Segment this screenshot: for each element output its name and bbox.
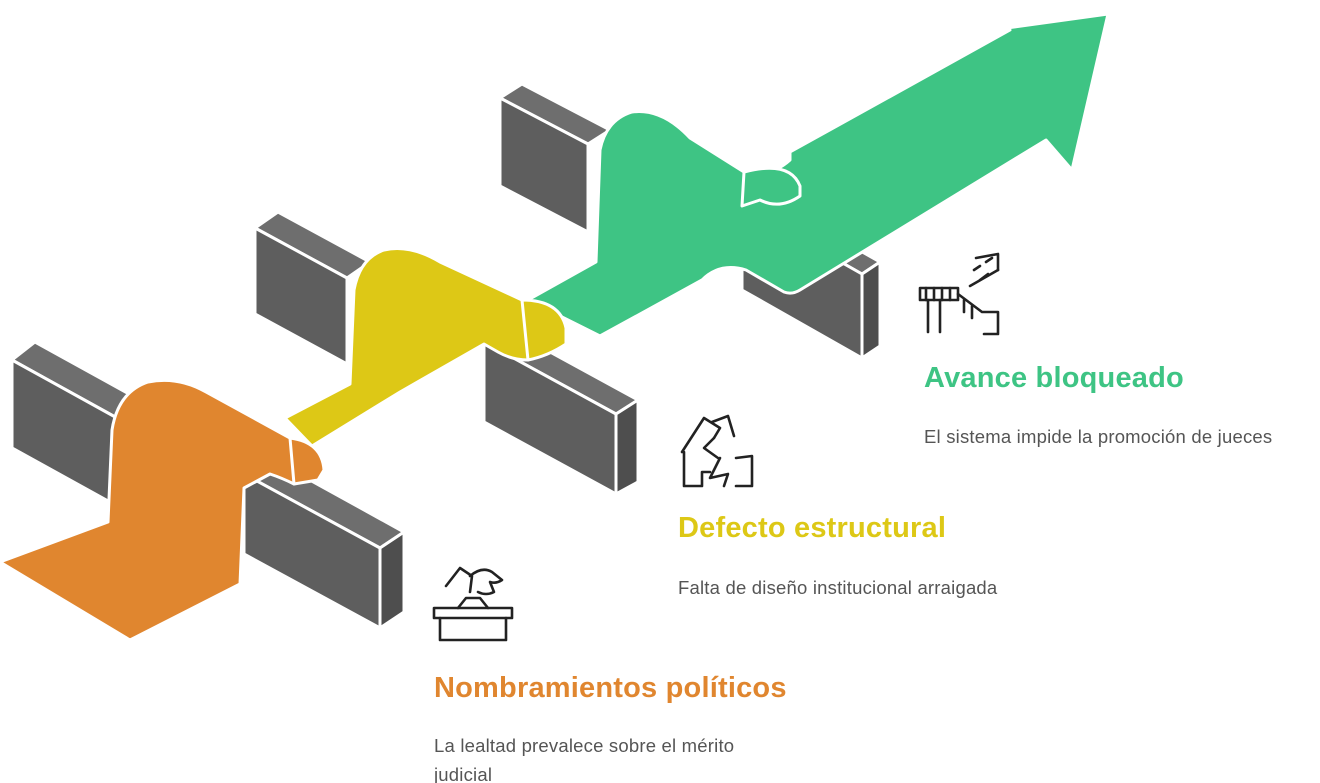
barrier-1-right-end [378, 530, 406, 630]
barrier-2-right-end [614, 398, 640, 496]
step-2-title: Defecto estructural [678, 512, 947, 544]
step-1-title: Nombramientos políticos [434, 672, 787, 704]
ballot-box-icon [432, 566, 514, 642]
step-1-description: La lealtad prevalece sobre el mérito jud… [434, 735, 735, 783]
barrier-2 [253, 210, 640, 496]
barrier-3-left-front [498, 96, 590, 234]
orange-ribbon-fold [288, 436, 326, 486]
green-ribbon-fold [740, 166, 802, 208]
yellow-ribbon-fold [520, 298, 568, 362]
green-arrow-ribbon [526, 12, 1110, 338]
barrier-1 [10, 340, 406, 630]
cracked-house-icon [680, 414, 754, 488]
barrier-2-left-front [253, 226, 349, 366]
broken-stairs-icon [918, 252, 1000, 336]
barrier-3-right-end [860, 260, 882, 360]
step-3-title: Avance bloqueado [924, 362, 1184, 394]
step-2-description: Falta de diseño institucional arraigada [678, 577, 998, 598]
step-3-description: El sistema impide la promoción de jueces [924, 426, 1273, 447]
